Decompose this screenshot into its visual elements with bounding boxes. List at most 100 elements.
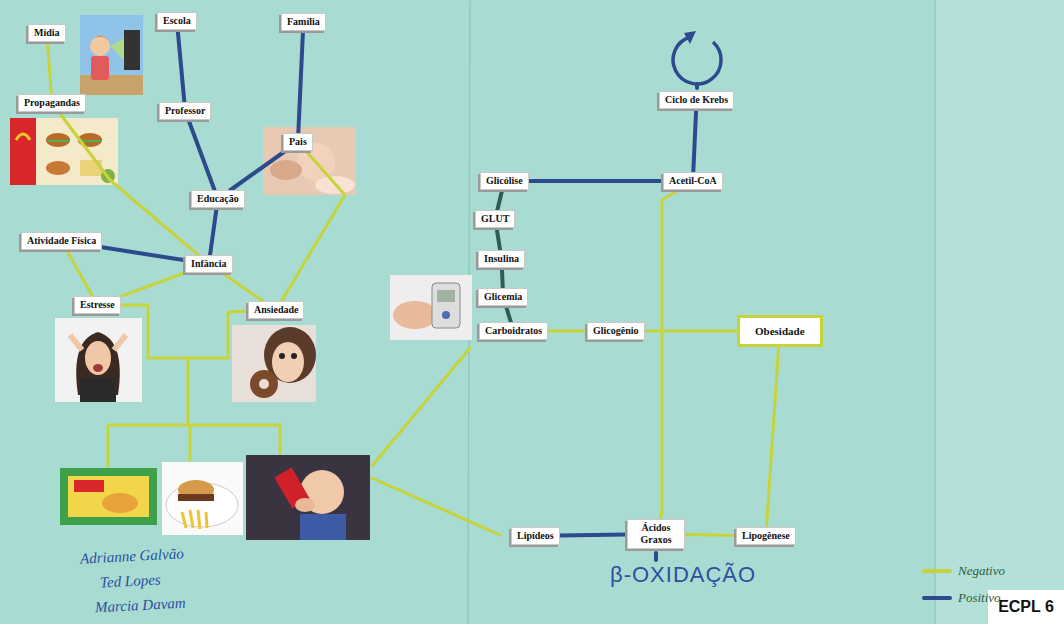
concept-box: Mídia — [28, 24, 66, 42]
legend-entry: Negativo — [922, 563, 1005, 579]
concept-link — [210, 208, 217, 255]
concept-label: Atividade Física — [27, 235, 96, 247]
concept-label: Professor — [165, 105, 205, 117]
concept-label: Estresse — [80, 299, 115, 311]
glucose-meter-photo — [437, 290, 455, 302]
advertising-photo — [16, 134, 30, 140]
media-photo — [91, 56, 109, 80]
concept-label: Obesidade — [755, 325, 805, 337]
concept-label: Lipogênese — [742, 530, 790, 542]
stress-photo — [85, 341, 111, 375]
concept-label: Acetil-CoA — [669, 175, 717, 187]
child-soda-photo — [300, 514, 346, 540]
parents-photo — [263, 127, 356, 195]
concept-label: Mídia — [34, 27, 60, 39]
anxiety-photo — [291, 353, 297, 359]
concept-box: Escola — [157, 12, 197, 30]
legend-text: Negativo — [958, 563, 1005, 579]
concept-link — [298, 31, 303, 133]
concept-link — [230, 151, 285, 190]
connector-lines — [108, 358, 280, 466]
connector-lines — [372, 348, 470, 466]
burger-fries-photo — [162, 462, 243, 535]
concept-box: Propagandas — [18, 94, 86, 112]
noodle-pack-photo — [60, 468, 157, 525]
concept-label: Família — [287, 16, 320, 28]
concept-link — [529, 179, 663, 183]
concept-label: Escola — [163, 15, 191, 27]
concept-box: Lipogênese — [736, 527, 796, 545]
author-name: Marcia Davam — [95, 595, 186, 617]
concept-link — [645, 330, 737, 333]
noodle-pack-photo — [74, 480, 104, 492]
concept-box: Insulina — [478, 250, 525, 268]
concept-label: Propagandas — [24, 97, 80, 109]
burger-fries-photo — [182, 510, 207, 529]
concept-link — [660, 190, 678, 519]
author-name: Ted Lopes — [100, 571, 162, 591]
parents-photo — [263, 127, 356, 195]
anxiety-photo — [232, 325, 316, 402]
concept-label: Ácidos Graxos — [633, 522, 679, 546]
concept-box: Lipídeos — [511, 527, 560, 545]
concept-label: Educação — [197, 193, 239, 205]
concept-box: Pais — [283, 133, 313, 151]
concept-label: GLUT — [481, 213, 509, 225]
burger-fries-photo — [178, 494, 214, 501]
poster-ground — [934, 0, 936, 624]
concept-link — [685, 533, 736, 537]
media-photo — [124, 30, 140, 70]
concept-label: Carboidratos — [485, 325, 542, 337]
concept-label: Pais — [289, 136, 307, 148]
concept-label: Glicólise — [486, 175, 523, 187]
concept-box: Carboidratos — [479, 322, 548, 340]
krebs-cycle-arrow — [684, 31, 696, 44]
parents-photo — [270, 160, 302, 180]
child-soda-photo — [295, 498, 315, 512]
legend-line — [924, 596, 950, 600]
noodle-pack-photo — [68, 476, 149, 517]
process-note: β-OXIDAÇÃO — [610, 562, 756, 588]
stress-photo — [80, 378, 116, 402]
concept-label: Ansiedade — [254, 304, 298, 316]
concept-box: GLUT — [475, 210, 515, 228]
krebs-cycle-arrow — [673, 37, 721, 84]
concept-box: Estresse — [74, 296, 121, 314]
advertising-photo — [46, 161, 70, 175]
concept-link — [693, 109, 696, 172]
concept-link — [178, 30, 185, 102]
concept-box: Família — [281, 13, 326, 31]
legend-line — [922, 567, 952, 575]
concept-label: Lipídeos — [517, 530, 554, 542]
concept-link — [121, 273, 185, 297]
concept-label: Ciclo de Krebs — [665, 94, 728, 106]
legend-line — [924, 569, 950, 573]
concept-link — [766, 347, 778, 527]
anxiety-photo — [259, 379, 269, 389]
concept-link — [497, 228, 500, 250]
concept-label: Glicemia — [484, 291, 522, 303]
media-photo — [110, 38, 124, 60]
advertising-photo — [10, 118, 118, 185]
stress-photo — [55, 318, 142, 402]
media-photo — [80, 75, 143, 95]
connector-lines — [108, 84, 697, 560]
concept-link — [121, 305, 248, 358]
concept-box: Obesidade — [737, 315, 823, 347]
krebs-cycle-arrow — [673, 31, 721, 84]
child-soda-photo — [246, 455, 370, 540]
media-photo — [80, 15, 143, 95]
poster-ground — [935, 0, 1064, 624]
advertising-photo — [46, 133, 70, 147]
concept-box: Ansiedade — [248, 301, 304, 319]
author-name: Adrianne Galvão — [80, 545, 184, 567]
stress-photo — [70, 335, 126, 350]
anxiety-photo — [279, 353, 285, 359]
connector-lines — [654, 553, 658, 560]
media-photo — [80, 15, 143, 95]
noodle-pack-photo — [60, 468, 157, 525]
concept-box: Glicemia — [478, 288, 528, 306]
concept-label: Glicogênio — [593, 325, 639, 337]
